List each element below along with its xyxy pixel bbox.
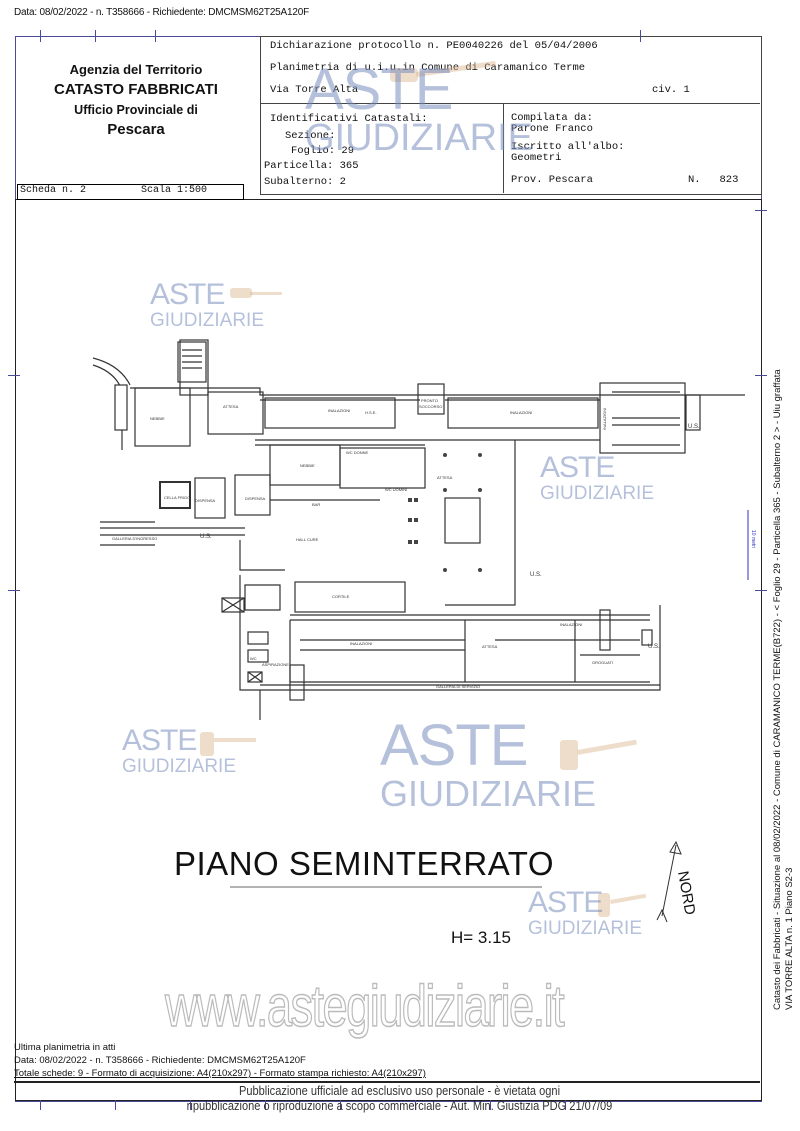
svg-text:10 metri: 10 metri (750, 530, 756, 548)
scale: Scala 1:500 (141, 185, 208, 196)
room-label: ATTESA (482, 644, 498, 649)
room-label: CELLA FRIGO (164, 495, 190, 500)
gavel-watermark-icon (200, 60, 647, 917)
room-label: H.S.E. (365, 410, 377, 415)
address: Via Torre Alta (270, 84, 359, 96)
room-label: GALLERIA DI SERVIZIO (436, 684, 480, 689)
room-label: INALAZIONI (602, 408, 607, 430)
room-label: WC (250, 656, 257, 661)
room-label: DISPENSA (245, 496, 266, 501)
room-label: BAR (312, 502, 320, 507)
register-value: Geometri (511, 152, 562, 164)
room-label: WC DONNE (346, 450, 369, 455)
civic-number: civ. 1 (652, 84, 690, 96)
room-label: INALAZIONI (560, 622, 582, 627)
room-label: SOCCORSO (419, 404, 442, 409)
room-label: WC UOMINI (385, 487, 407, 492)
agency-name: Agenzia del Territorio (69, 62, 203, 77)
room-label: NEBBIE (150, 416, 165, 421)
particella: Particella: 365 (264, 160, 359, 172)
scheda-number: Scheda n. 2 (20, 185, 87, 196)
plan-walls (92, 339, 745, 720)
register-label: Iscritto all'albo: (511, 141, 625, 153)
sezione: Sezione: (285, 130, 336, 142)
office-label: Ufficio Provinciale di (74, 103, 198, 117)
province: Pescara (107, 121, 165, 138)
room-label: PRONTO (421, 398, 438, 403)
footer-request-info: Data: 08/02/2022 - n. T358666 - Richiede… (14, 1055, 306, 1066)
request-info: Data: 08/02/2022 - n. T358666 - Richiede… (14, 7, 310, 18)
room-label: INALAZIONI (350, 641, 372, 646)
exit-label: U.S. (648, 644, 660, 650)
exit-label: U.S. (530, 572, 542, 578)
exit-label: U.S. (688, 424, 700, 430)
office-block: Agenzia del Territorio CATASTO FABBRICAT… (20, 60, 252, 140)
room-label: ASPIRAZIONE (262, 662, 289, 667)
exit-label: U.S. (200, 534, 212, 540)
room-label: HALL CURE (296, 537, 319, 542)
room-label: GALLERIA D'INGRESSO (112, 536, 157, 541)
catasto-title: CATASTO FABBRICATI (54, 81, 218, 98)
publication-notice: Pubblicazione ufficiale ad esclusivo uso… (186, 1083, 613, 1113)
drawing-frame (15, 199, 762, 1101)
compiled-by-label: Compilata da: (511, 112, 593, 124)
header-divider (260, 103, 760, 104)
room-label: ATTESA (437, 475, 453, 480)
register-number: N. 823 (688, 174, 739, 186)
plan-pillars (408, 453, 482, 572)
foglio: Foglio: 29 (291, 145, 355, 157)
room-label: GROGUATI (592, 660, 613, 665)
north-label: NORD (674, 870, 698, 917)
room-label: DISPENSA (195, 498, 216, 503)
site-watermark: www.astegiudiziarie.it (164, 974, 565, 1039)
room-label: ATTESA (223, 404, 239, 409)
header-box (260, 36, 762, 195)
compiled-by-name: Parone Franco (511, 123, 593, 135)
register-province: Prov. Pescara (511, 174, 593, 186)
room-label: INALAZIONI (328, 408, 350, 413)
subalterno: Subalterno: 2 (264, 176, 346, 188)
protocol: Dichiarazione protocollo n. PE0040226 de… (270, 40, 598, 52)
scheda-box: Scheda n. 2 Scala 1:500 (17, 184, 244, 200)
north-arrow-icon (656, 840, 682, 923)
floor-height: H= 3.15 (451, 928, 512, 947)
footer-rule (14, 1081, 760, 1083)
cadastral-ids-label: Identificativi Catastali: (270, 113, 428, 125)
room-label: INALAZIONI (510, 410, 532, 415)
plan-title: PIANO SEMINTERRATO (174, 845, 554, 882)
header-vdivider (503, 103, 504, 193)
footer-format-info: Totale schede: 9 - Formato di acquisizio… (14, 1068, 426, 1079)
room-label: CORTILE (332, 594, 350, 599)
last-plan-note: Ultima planimetria in atti (14, 1042, 116, 1053)
room-label: NEBBIE (300, 463, 315, 468)
plan-municipality: Planimetria di u.i.u.in Comune di Carama… (270, 62, 586, 74)
plan-room-labels: NEBBIE ATTESA INALAZIONI H.S.E. PRONTO S… (112, 398, 700, 689)
side-caption: Catasto dei Fabbricati - Situazione al 0… (772, 369, 795, 1010)
scale-mark: 10 metri (747, 510, 756, 580)
